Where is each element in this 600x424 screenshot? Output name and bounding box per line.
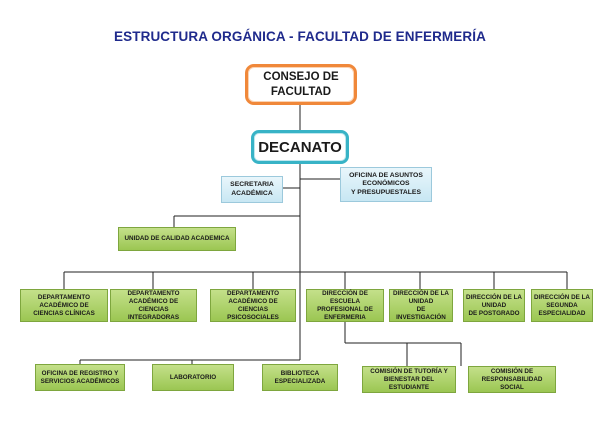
oficina-asuntos-economicos-box: OFICINA DE ASUNTOS ECONÓMICOS Y PRESUPUE… [340, 167, 432, 202]
unidad-calidad-box: UNIDAD DE CALIDAD ACADEMICA [118, 227, 236, 251]
comision-responsabilidad-box: COMISIÓN DE RESPONSABILIDAD SOCIAL [468, 366, 556, 393]
department-box: DEPARTAMENTO ACADÉMICO DE CIENCIAS CLÍNI… [20, 289, 108, 322]
page-title: ESTRUCTURA ORGÁNICA - FACULTAD DE ENFERM… [114, 29, 486, 44]
comision-tutoria-box: COMISIÓN DE TUTORÍA Y BIENESTAR DEL ESTU… [362, 366, 456, 393]
department-box: DEPARTAMENTO ACADÉMICO DE CIENCIAS INTEG… [110, 289, 197, 322]
department-box: DIRECCIÓN DE LA UNIDAD DE INVESTIGACIÓN [389, 289, 453, 322]
oficina-registro-box: OFICINA DE REGISTRO Y SERVICIOS ACADÉMIC… [35, 364, 125, 391]
laboratorio-box: LABORATORIO [152, 364, 234, 391]
council-box: CONSEJO DE FACULTAD [245, 64, 357, 105]
department-box: DIRECCIÓN DE LA UNIDAD DE POSTGRADO [463, 289, 525, 322]
biblioteca-box: BIBLIOTECA ESPECIALIZADA [262, 364, 338, 391]
department-box: DIRECCIÓN DE ESCUELA PROFESIONAL DE ENFE… [306, 289, 384, 322]
department-box: DIRECCIÓN DE LA SEGUNDA ESPECIALIDAD [531, 289, 593, 322]
department-box: DEPARTAMENTO ACADÉMICO DE CIENCIAS PSICO… [210, 289, 296, 322]
secretaria-academica-box: SECRETARIA ACADÉMICA [221, 176, 283, 203]
dean-box: DECANATO [251, 130, 349, 164]
